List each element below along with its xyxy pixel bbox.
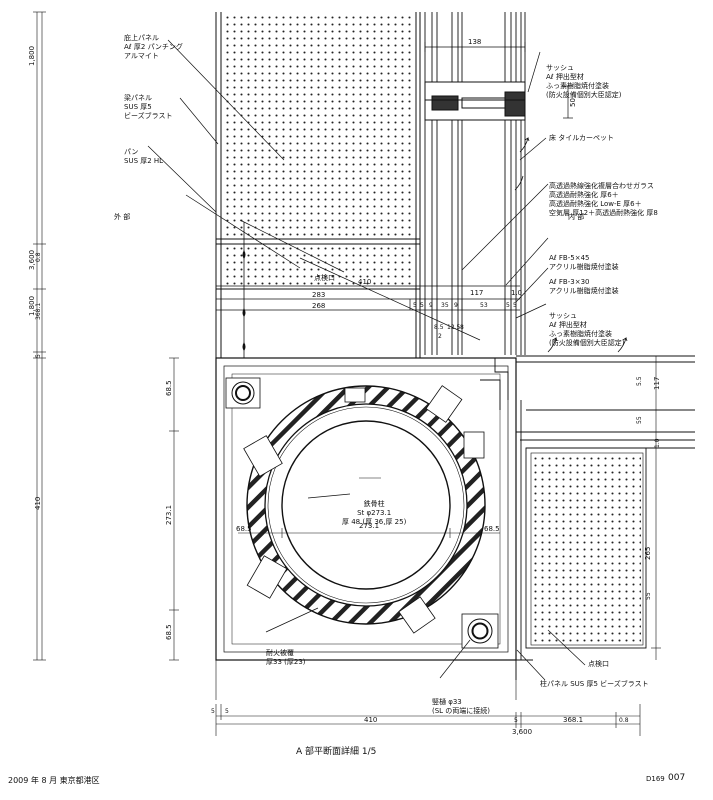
- column-bracket-blocks: [243, 385, 485, 634]
- column-axis: [238, 477, 500, 538]
- svg-text:9: 9: [454, 302, 458, 309]
- callout-column-panel: 柱パネル SUS 厚5 ビーズブラスト: [540, 680, 649, 688]
- enclosure-step: [462, 357, 509, 410]
- right-wall-lines: [515, 355, 695, 680]
- leader-lines: [147, 39, 586, 681]
- dim-left-3600: 3,600: [28, 250, 36, 270]
- dim-138-text: 138: [468, 38, 481, 46]
- svg-text:8: 8: [460, 324, 464, 331]
- dim-left-68: 68.5: [236, 525, 252, 533]
- bottom-dim-chain: [215, 660, 641, 736]
- sash-top: [424, 81, 526, 121]
- svg-text:5: 5: [513, 302, 517, 309]
- svg-text:35: 35: [441, 302, 449, 309]
- panel-lines: [215, 12, 421, 358]
- dim-283-text: 283: [312, 291, 325, 299]
- callout-drain: 竪樋 φ33(SL の両端に接続): [432, 698, 491, 715]
- dim-bottom-5b: 5: [225, 708, 229, 715]
- dim-left-1800-top: 1,800: [28, 46, 36, 66]
- dim-410-text: 410: [358, 278, 371, 286]
- perforated-panel-lower: [533, 455, 641, 643]
- svg-text:5: 5: [420, 302, 424, 309]
- dim-rows: [216, 285, 520, 311]
- dim-bottom-0-8: 0.8: [619, 717, 629, 724]
- dim-right-68: 68.5: [484, 525, 500, 533]
- zone-inside: 内 部: [568, 213, 585, 221]
- dim-bottom-3600: 3,600: [512, 728, 532, 736]
- dim-left-368: 368.1: [35, 303, 42, 320]
- small-dims: 5 5 9 35 9 53 5 5 8.5 12.5 8 2: [413, 302, 517, 340]
- dim-138: [424, 42, 573, 119]
- dim-right-265: 265: [644, 547, 652, 560]
- dim-right-5-5: 5.5: [636, 376, 643, 386]
- dim-268-text: 268: [312, 302, 325, 310]
- svg-text:8.5: 8.5: [434, 324, 444, 331]
- left-dim-chain: [33, 11, 179, 661]
- dim-bottom-5a: 5: [211, 708, 215, 715]
- dim-left-5: 5: [35, 354, 42, 358]
- date-location: 2009 年 8 月 東京都港区: [8, 776, 100, 785]
- dim-117-text: 117: [470, 289, 483, 297]
- perforated-panel-upper: [221, 12, 416, 239]
- dim-mid-68-top: 68.5: [165, 380, 173, 396]
- direction-arrows: [514, 137, 628, 353]
- callout-fireproof: 耐火被覆厚33 (厚23): [266, 649, 306, 666]
- curtain-wall-mullions: [424, 12, 526, 355]
- dim-column-diameter: 273.1: [359, 522, 379, 530]
- svg-text:9: 9: [429, 302, 433, 309]
- dim-bottom-410: 410: [364, 716, 377, 724]
- dim-right-117: 117: [653, 377, 661, 390]
- svg-text:5: 5: [413, 302, 417, 309]
- dim-bottom-5c: 5: [514, 717, 518, 724]
- callout-glass: 高透過熱線強化複層合わせガラス高透過耐熱強化 厚6＋高透過耐熱強化 Low-E …: [549, 182, 658, 217]
- dim-bottom-368: 368.1: [563, 716, 583, 724]
- drawing-title: A 部平断面詳細 1/5: [296, 747, 377, 757]
- svg-text:2: 2: [438, 333, 442, 340]
- dim-mid-273: 273.1: [165, 505, 173, 525]
- sheet-code: D169: [646, 775, 665, 783]
- dim-left-410: 410: [34, 497, 42, 510]
- right-dim-line: [651, 355, 661, 660]
- svg-text:12.5: 12.5: [447, 324, 461, 331]
- zone-outside: 外 部: [114, 213, 131, 221]
- drain-pipe-top-left: [225, 377, 261, 409]
- drain-marks: [242, 222, 246, 358]
- fireproof-cover: [246, 385, 486, 625]
- dim-right-1-0: 1.0: [654, 438, 661, 448]
- callout-inspection-lower: 点検口: [588, 660, 609, 668]
- dim-mid-68-bottom: 68.5: [165, 624, 173, 640]
- page-number: 007: [668, 773, 686, 783]
- callout-floor: 床 タイルカーペット: [549, 134, 615, 142]
- callout-inspection-upper: 点検口: [314, 274, 335, 282]
- svg-text:5: 5: [506, 302, 510, 309]
- dim-right-55: 55: [636, 416, 643, 424]
- dim-left-1800: 1,800: [28, 296, 36, 316]
- svg-text:53: 53: [480, 302, 488, 309]
- dim-50-text: 50: [569, 98, 577, 107]
- dim-left-0-8: 0.8: [35, 252, 42, 262]
- dim-right-55b: 55: [645, 592, 652, 600]
- dim-1-0-text: 1.0: [511, 289, 522, 297]
